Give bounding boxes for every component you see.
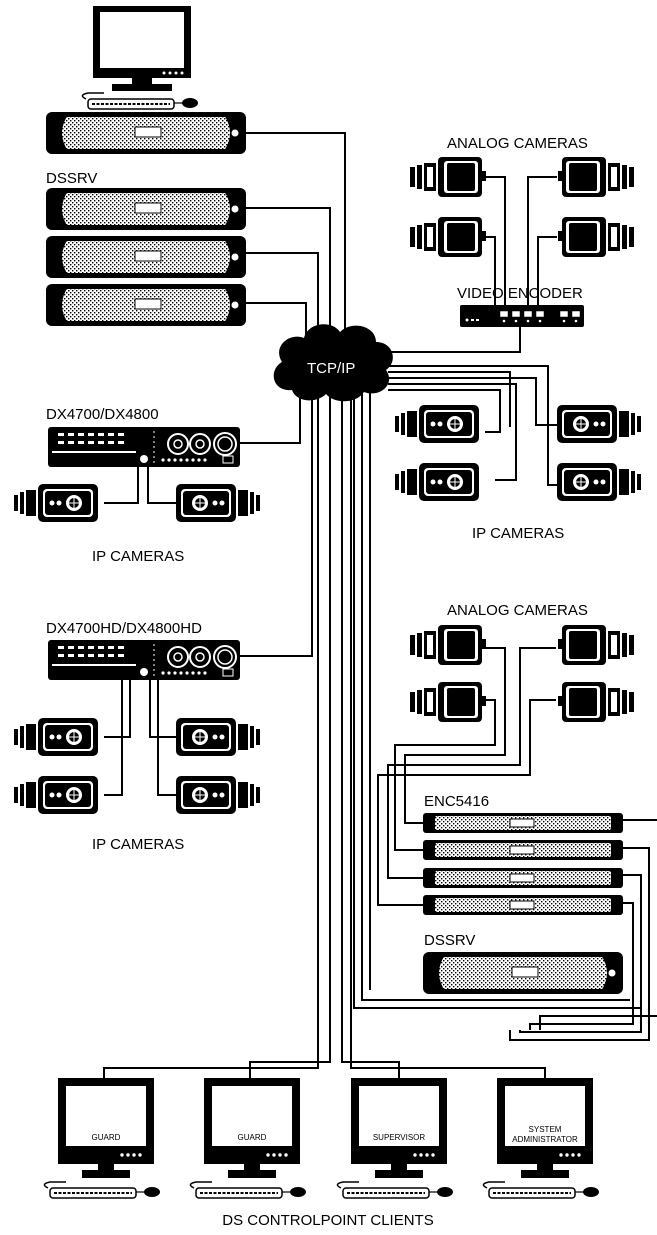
rack-server-icon [45,111,247,155]
camera-icon [175,483,261,523]
rack-server-icon [422,951,624,995]
camera-icon [558,682,634,722]
ip-cameras-label-left-2: IP CAMERAS [92,836,184,853]
camera-icon [558,625,634,665]
camera-icon [558,217,634,257]
rack-encoder-icon [422,894,624,916]
camera-icon [13,717,99,757]
camera-icon [175,717,261,757]
ip-cameras-label-left: IP CAMERAS [92,548,184,565]
camera-icon [13,775,99,815]
client-screen-label: SUPERVISOR [373,1133,426,1142]
rack-encoder-icon [422,867,624,889]
analog-cameras-label-top: ANALOG CAMERAS [447,135,588,152]
video-encoder-icon [459,304,585,328]
monitor-icon [93,6,191,91]
keyboard-icon [43,1181,161,1199]
monitor-icon [351,1078,447,1178]
camera-icon [558,157,634,197]
client-workstation-1: GUARD [43,1078,161,1199]
rack-encoder-icon [422,839,624,861]
rack-server-icon [45,283,247,327]
network-cables [103,132,657,1078]
ip-cameras-label-right: IP CAMERAS [472,525,564,542]
network-cloud-icon [273,324,393,402]
keyboard-icon [189,1181,307,1199]
camera-icon [410,217,486,257]
rack-server-icon [45,187,247,231]
client-workstation-2: GUARD [189,1078,307,1199]
monitor-icon [58,1078,154,1178]
camera-icon [175,775,261,815]
analog-cameras-label-bottom: ANALOG CAMERAS [447,602,588,619]
video-encoder-label: VIDEO ENCODER [457,285,583,302]
client-screen-label: ADMINISTRATOR [512,1135,578,1144]
camera-icon [410,625,486,665]
keyboard-icon [336,1181,454,1199]
server-stack-top [45,111,247,327]
dssrv-label-bottom: DSSRV [424,932,475,949]
camera-icon [556,404,642,444]
camera-icon [13,483,99,523]
dx4700hd-label: DX4700HD/DX4800HD [46,620,202,637]
admin-workstation [81,6,199,110]
dvr-icon [47,639,241,681]
rack-server-icon [45,235,247,279]
camera-icon [556,462,642,502]
client-workstation-3: SUPERVISOR [336,1078,454,1199]
camera-icon [394,404,480,444]
client-screen-label: GUARD [238,1133,267,1142]
dvr-icon [47,426,241,468]
rack-encoder-icon [422,812,624,834]
camera-icon [394,462,480,502]
client-screen-label: SYSTEM [529,1125,562,1134]
clients-caption: DS CONTROLPOINT CLIENTS [222,1212,433,1229]
enc5416-label: ENC5416 [424,793,489,810]
camera-icon [410,682,486,722]
keyboard-icon [482,1181,600,1199]
client-screen-label: GUARD [92,1133,121,1142]
keyboard-icon [81,92,199,110]
tcpip-label: TCP/IP [307,360,355,377]
dx4700-label: DX4700/DX4800 [46,406,159,423]
dssrv-label-top: DSSRV [46,170,97,187]
monitor-icon [204,1078,300,1178]
camera-icon [410,157,486,197]
client-workstation-4: SYSTEM ADMINISTRATOR [482,1078,600,1199]
